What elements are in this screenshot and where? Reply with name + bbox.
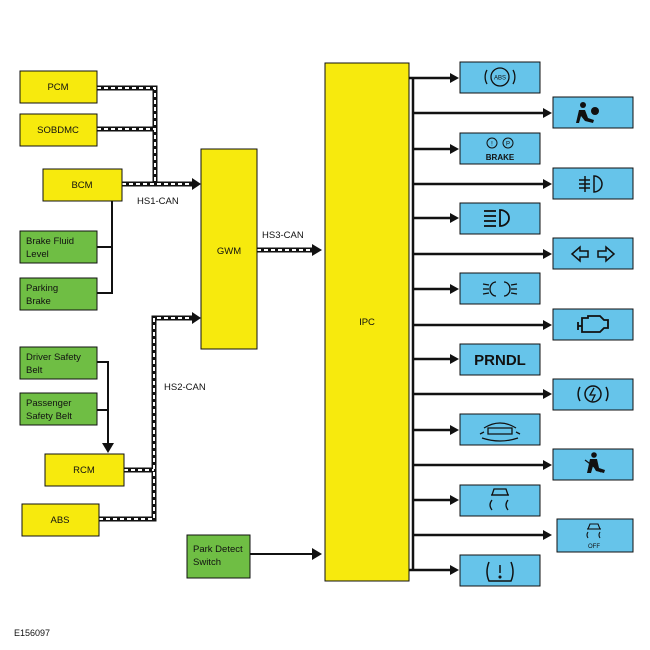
passenger-belt-label-line1: Passenger [26,398,71,409]
module-gwm: GWM [200,148,258,350]
hs3-can-bus [257,244,322,256]
hs1-can-bus [97,85,201,190]
airbag-warning-indicator [552,96,634,129]
module-abs: ABS [21,503,100,537]
seat-belt-indicator [552,448,634,481]
hs3-can-label: HS3-CAN [262,230,304,241]
bcm-label: BCM [71,180,92,191]
brake-icon-p: P [506,142,510,148]
brake-fluid-label-line2: Level [26,249,49,260]
turn-signal-indicator [552,237,634,270]
brake-icon-text: BRAKE [486,153,515,162]
main-beam-indicator [459,202,541,235]
switch-parking-brake: Parking Brake [19,277,98,311]
ipc-label: IPC [359,317,375,328]
parking-brake-label-line2: Brake [26,296,51,307]
traction-control-indicator [459,413,541,446]
brake-icon: ! P BRAKE [486,137,515,162]
side-lamp-icon [482,281,518,297]
rcm-label: RCM [73,465,95,476]
gwm-label: GWM [217,246,241,257]
hs2-can-label: HS2-CAN [164,382,206,393]
abs-warning-indicator: ABS [459,61,541,94]
seat-belt-icon [584,452,605,473]
figure-id: E156097 [14,628,51,638]
ipc-output-lines [409,73,552,575]
off-text: OFF [588,544,600,550]
switch-passenger-safety-belt: Passenger Safety Belt [19,392,98,426]
driver-belt-label-line2: Belt [26,365,43,376]
park-detect-label-line2: Switch [193,557,221,568]
parking-brake-indicator [552,378,634,411]
stability-control-indicator [459,484,541,517]
module-bcm: BCM [42,168,123,202]
stability-control-off-indicator: OFF [556,518,634,553]
abs-label: ABS [50,515,69,526]
stability-off-icon [586,523,601,539]
module-pcm: PCM [19,70,98,104]
prndl-indicator: PRNDL [459,343,541,376]
airbag-icon [576,102,599,123]
module-ipc: IPC [324,62,410,582]
side-lamp-indicator [459,272,541,305]
engine-warning-indicator [552,308,634,341]
hs2-can-bus [99,312,201,522]
module-sobdmc: SOBDMC [19,113,98,147]
turn-arrows-icon [570,245,616,263]
switch-brake-fluid-level: Brake Fluid Level [19,230,98,264]
brake-fluid-label-line1: Brake Fluid [26,236,74,247]
tire-pressure-icon [486,561,514,582]
brake-warning-indicator: ! P BRAKE [459,132,541,165]
rear-fog-indicator [552,167,634,200]
driver-belt-label-line1: Driver Safety [26,352,81,363]
stability-control-icon [489,488,509,511]
hardwired-lines [97,200,314,555]
module-rcm: RCM [44,453,125,487]
parking-brake-label-line1: Parking [26,283,58,294]
brake-icon-excl: ! [491,142,493,148]
abs-icon-text: ABS [494,76,506,82]
abs-icon: ABS [484,67,516,87]
traction-control-icon [479,422,521,442]
parking-brake-icon [577,385,609,403]
park-detect-label-line1: Park Detect [193,544,243,555]
switch-park-detect: Park Detect Switch [186,534,251,579]
main-beam-icon [484,209,510,227]
sobdmc-label: SOBDMC [37,125,79,136]
switch-driver-safety-belt: Driver Safety Belt [19,346,98,380]
rear-fog-icon [579,175,603,193]
passenger-belt-label-line2: Safety Belt [26,411,72,422]
prndl-text: PRNDL [474,352,526,369]
pcm-label: PCM [47,82,68,93]
engine-icon [577,315,609,333]
tire-pressure-indicator [459,554,541,587]
hs1-can-label: HS1-CAN [137,196,179,207]
